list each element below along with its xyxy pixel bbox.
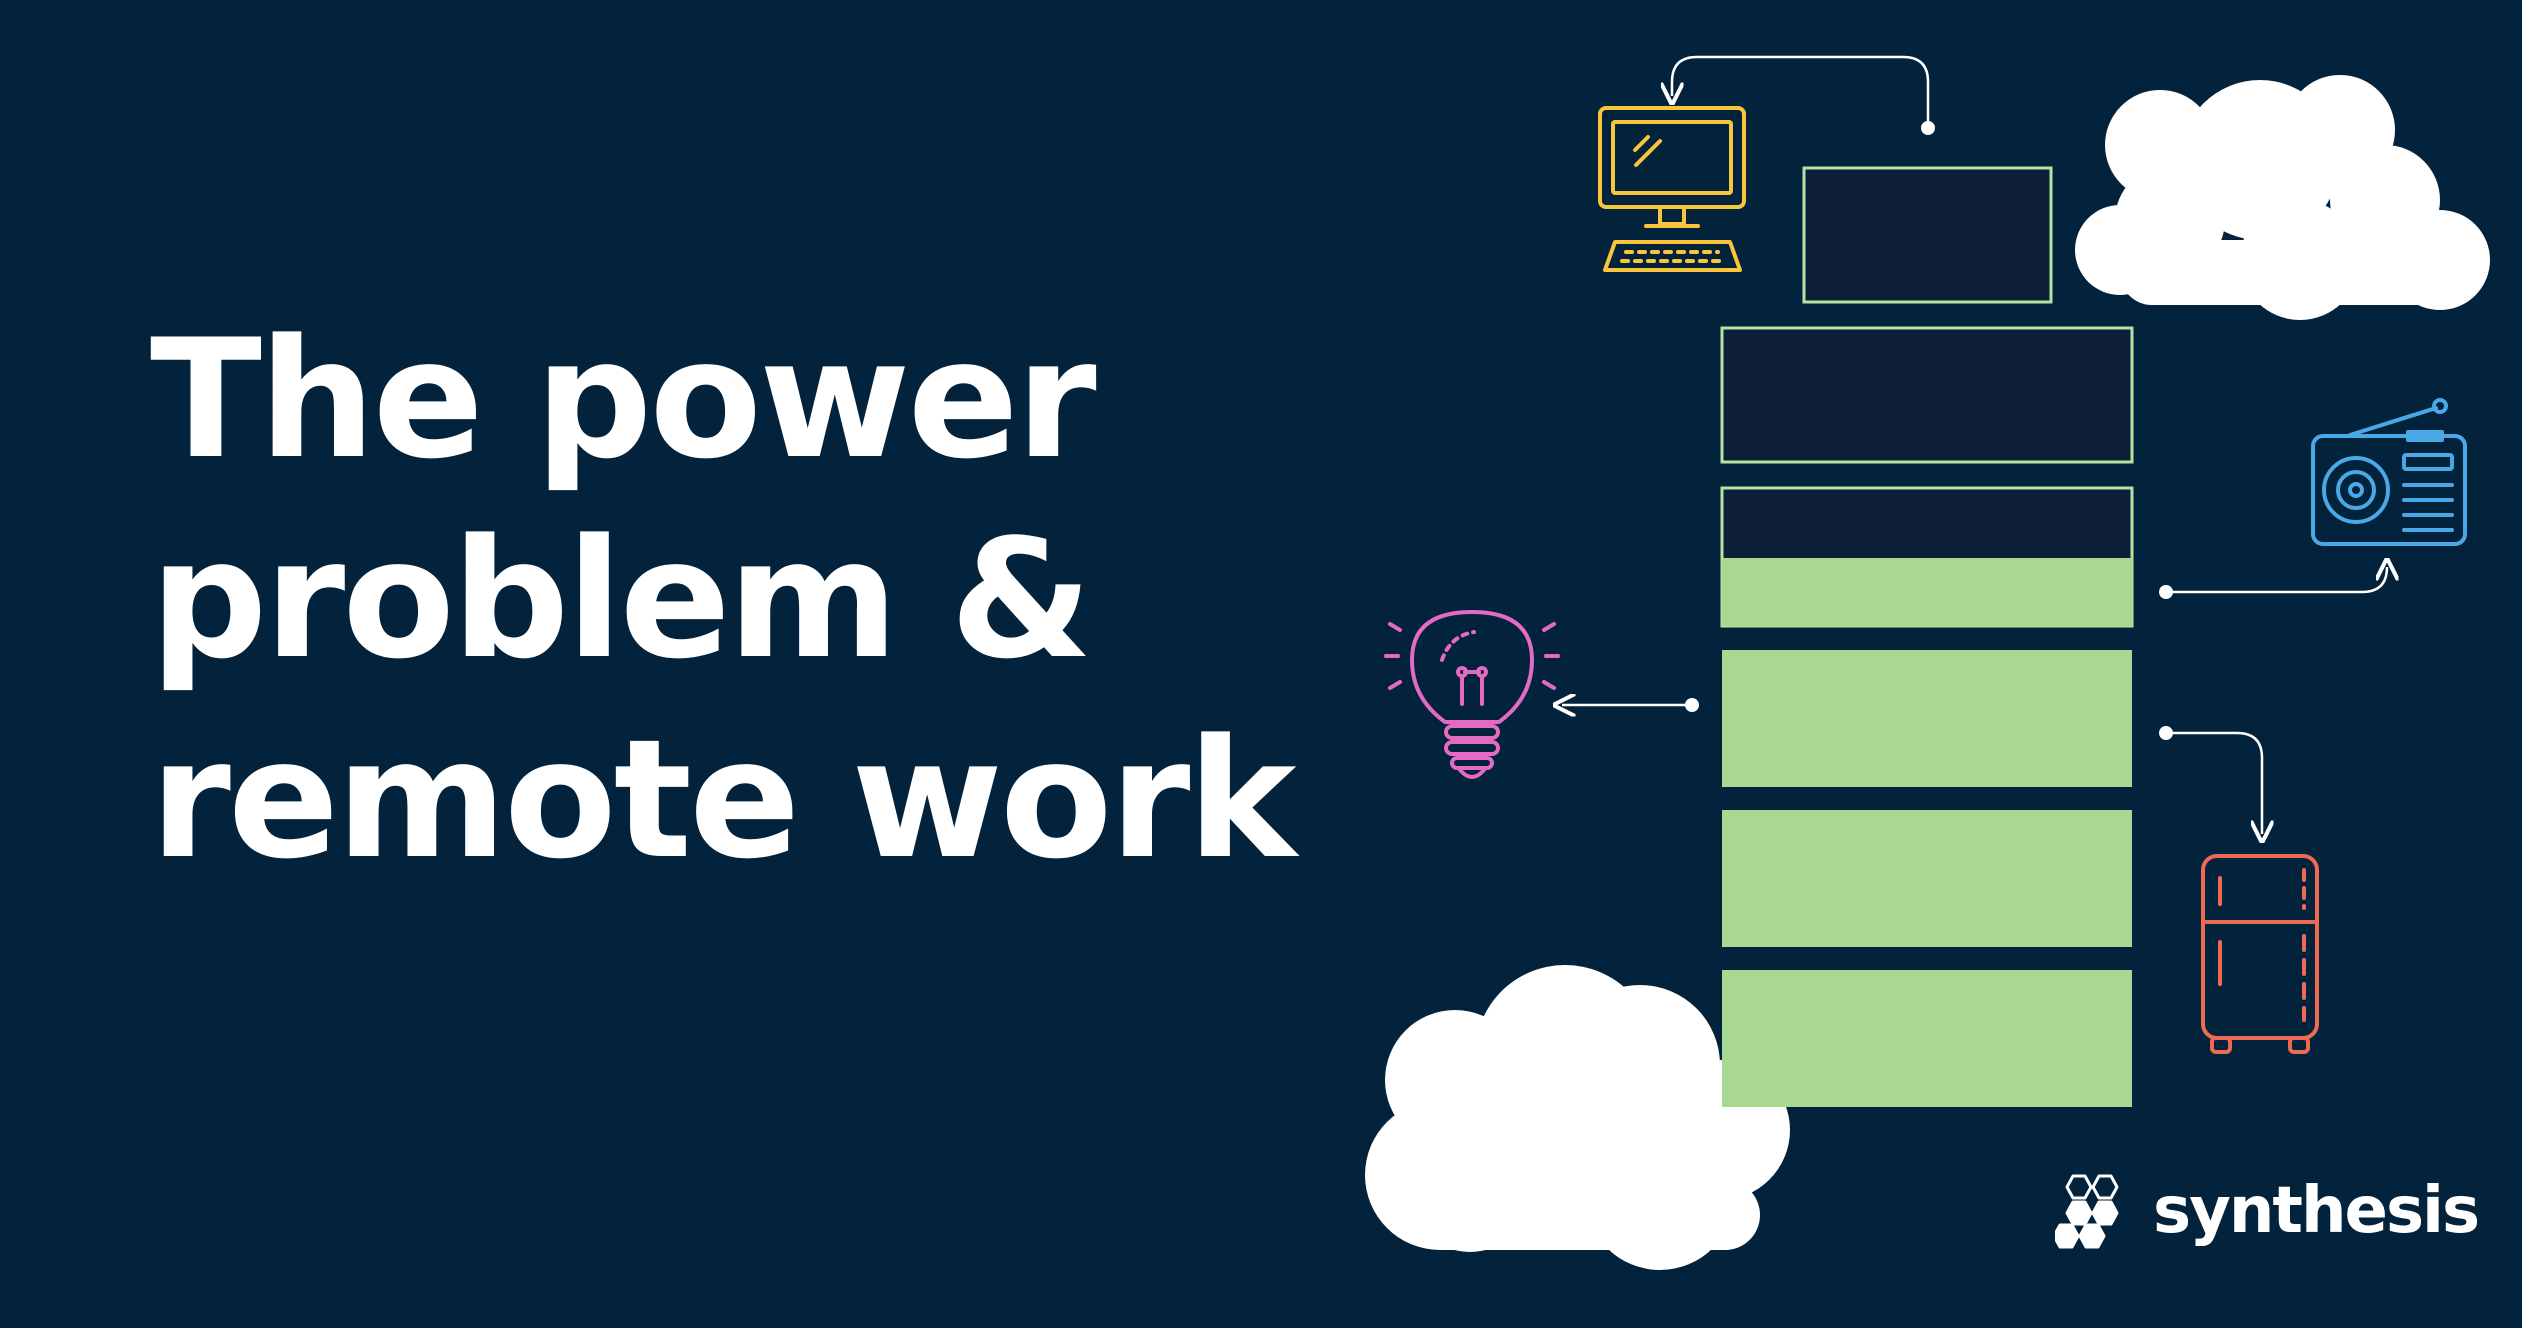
- headline-line-3: remote work: [150, 704, 1297, 895]
- connector-dots: [1685, 121, 2173, 740]
- brand-logo: synthesis: [2055, 1172, 2480, 1250]
- radio-icon: [2311, 398, 2467, 546]
- lightbulb-icon: [1384, 610, 1560, 779]
- desktop-computer-icon: [1598, 106, 1746, 272]
- battery-stack: [1720, 166, 2134, 1107]
- cloud-bottom-left: [1365, 965, 1790, 1270]
- headline-line-2: problem &: [150, 504, 1093, 695]
- connector-fridge: [2166, 731, 2262, 834]
- battery-cell-1: [1720, 326, 2134, 464]
- hexagon-cluster-icon: [2055, 1174, 2119, 1249]
- refrigerator-icon: [2201, 854, 2319, 1054]
- battery-cell-5: [1722, 970, 2132, 1107]
- connector-lines: [1562, 55, 2387, 834]
- battery-cell-3: [1722, 650, 2132, 787]
- connector-computer: [1672, 55, 1930, 128]
- cloud-top-right: [2075, 75, 2490, 320]
- headline-line-1: The power: [150, 304, 1097, 495]
- connector-radio: [2166, 567, 2387, 594]
- battery-cell-4: [1722, 810, 2132, 947]
- battery-cell-2-fill: [1722, 558, 2132, 626]
- battery-cap: [1802, 166, 2053, 304]
- headline: The power problem & remote work: [150, 300, 1297, 900]
- brand-name: synthesis: [2153, 1174, 2480, 1248]
